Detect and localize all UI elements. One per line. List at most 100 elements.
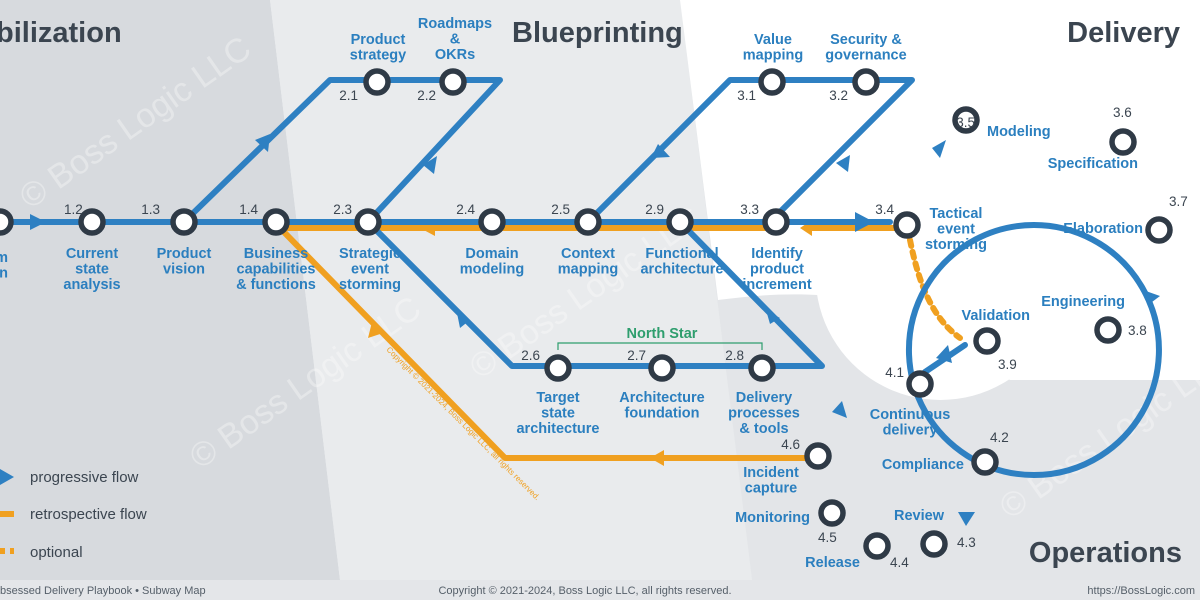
station-label-line: Strategic	[339, 246, 401, 262]
station-label-line: Identify	[751, 246, 803, 262]
station-label-line: Specification	[1048, 156, 1138, 172]
station-label: Security &governance	[825, 32, 906, 64]
station-label-line: Product	[351, 32, 406, 48]
station-marker	[863, 532, 891, 560]
station-label-line: Security &	[830, 32, 902, 48]
station-label-line: Compliance	[882, 457, 964, 473]
station-label-line: Functional	[645, 246, 718, 262]
station-marker	[748, 354, 776, 382]
station-label-line: architecture	[516, 421, 599, 437]
station-label-line: Value	[754, 32, 792, 48]
station-label-line: event	[351, 262, 389, 278]
arrowhead	[855, 212, 874, 232]
station-marker	[762, 208, 790, 236]
phase-title-blueprinting: Blueprinting	[512, 17, 683, 49]
station-number: 3.7	[1169, 194, 1188, 209]
phase-title-delivery: Delivery	[1067, 17, 1180, 49]
delivery-loop-line	[905, 222, 1162, 478]
legend-optional-label: optional	[30, 544, 83, 561]
delivery-loop-zone	[815, 150, 1066, 400]
product-branch-line	[181, 77, 503, 225]
phase-title-operations: Operations	[1029, 537, 1182, 569]
arrowhead	[423, 156, 437, 174]
station-label-line: mapping	[558, 262, 618, 278]
station-label-line: architecture	[640, 262, 723, 278]
station-number: 2.1	[339, 88, 358, 103]
station-label: Review	[894, 508, 945, 524]
station-marker	[544, 354, 572, 382]
station-label-line: lization	[0, 266, 8, 282]
station-marker	[363, 68, 391, 96]
station-marker	[893, 211, 921, 239]
arrowhead	[1143, 290, 1160, 305]
station-label-line: &	[450, 32, 461, 48]
station-number: 2.2	[417, 88, 436, 103]
station-label: Release	[805, 555, 860, 571]
station-label: Monitoring	[735, 510, 810, 526]
station-label: Modeling	[987, 124, 1051, 140]
footer-link[interactable]: https://BossLogic.com	[1087, 585, 1195, 597]
station-marker	[170, 208, 198, 236]
station-number: 2.7	[627, 348, 646, 363]
station-marker	[973, 327, 1001, 355]
station-number: 3.5	[956, 115, 975, 130]
station-marker	[648, 354, 676, 382]
station-label-line: OKRs	[435, 47, 475, 63]
station-label-line: Elaboration	[1063, 221, 1143, 237]
station-label-line: Tactical	[930, 206, 983, 222]
station-label-line: Continuous	[870, 407, 951, 423]
retro-arrowhead	[650, 450, 664, 466]
station-number: 3.6	[1113, 105, 1132, 120]
station-number: 3.9	[998, 357, 1017, 372]
station-marker	[758, 68, 786, 96]
phase-title-mobilization: bilization	[0, 17, 122, 49]
station-number: 1.2	[64, 202, 83, 217]
station-label-line: vision	[163, 262, 205, 278]
legend-retrospective-label: retrospective flow	[30, 506, 147, 523]
station-label-line: capabilities	[237, 262, 316, 278]
station-label-line: Engineering	[1041, 294, 1125, 310]
station-marker	[804, 442, 832, 470]
station-marker	[952, 106, 980, 134]
station-marker	[1109, 128, 1137, 156]
station-number: 2.8	[725, 348, 744, 363]
arrowhead	[651, 144, 670, 158]
station-number: 2.9	[645, 202, 664, 217]
north-star-label: North Star	[627, 326, 698, 342]
station-label-line: Business	[244, 246, 308, 262]
station-marker	[262, 208, 290, 236]
footer-bar	[0, 580, 1200, 600]
station-label-line: increment	[742, 277, 811, 293]
station-number: 4.3	[957, 535, 976, 550]
arrowhead	[766, 310, 780, 324]
station-label-line: am	[0, 250, 8, 266]
station-number: 2.3	[333, 202, 352, 217]
station-label-line: & tools	[739, 421, 788, 437]
arrowhead	[836, 155, 850, 172]
optional-line-segment	[907, 237, 963, 341]
